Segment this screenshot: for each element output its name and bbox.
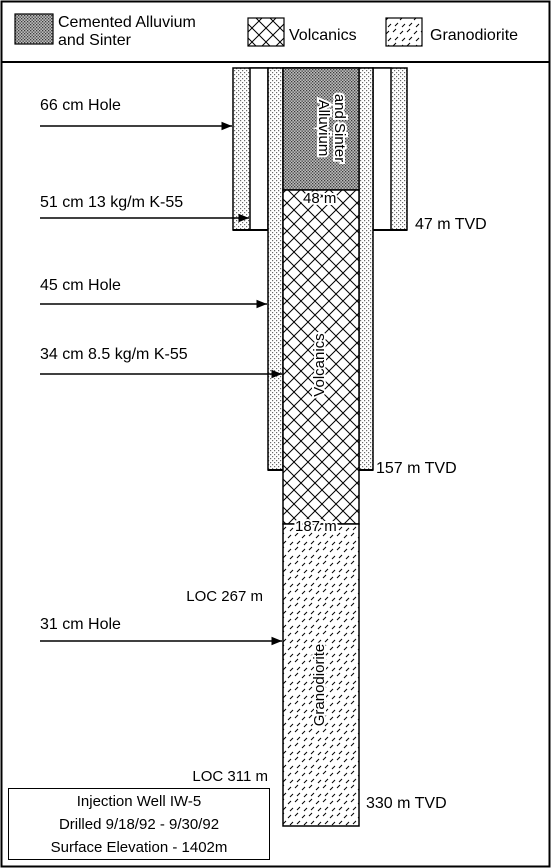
callout-51cm-casing: 51 cm 13 kg/m K-55 bbox=[40, 194, 183, 211]
casing-51cm-right-wall bbox=[372, 67, 392, 231]
well-name: Injection Well IW-5 bbox=[76, 793, 202, 810]
legend-label-volcanics: Volcanics bbox=[289, 27, 357, 44]
callout-31cm-hole: 31 cm Hole bbox=[40, 616, 121, 633]
tvd-label-157: 157 m TVD bbox=[376, 460, 457, 477]
granodiorite-unit bbox=[282, 523, 360, 827]
volcanics-unit bbox=[282, 189, 360, 525]
legend-label-granodiorite: Granodiorite bbox=[430, 27, 518, 44]
loc-label-267: LOC 267 m bbox=[186, 588, 263, 605]
contact-depth-187: 187 m bbox=[295, 518, 337, 535]
loc-label-311: LOC 311 m bbox=[192, 768, 268, 785]
alluvium-sinter-unit bbox=[282, 67, 360, 191]
crosshatch-swatch-icon bbox=[247, 17, 285, 47]
tvd-label-47: 47 m TVD bbox=[415, 216, 487, 233]
well-surface-elevation: Surface Elevation - 1402m bbox=[50, 839, 228, 856]
legend: Cemented Alluvium and Sinter Volcanics G… bbox=[1, 13, 550, 63]
unit-label-alluvium-line2: and Sinter bbox=[331, 94, 348, 162]
well-info-box: Injection Well IW-5 Drilled 9/18/92 - 9/… bbox=[8, 788, 270, 860]
unit-label-alluvium-line1: Alluvium bbox=[315, 100, 332, 157]
legend-label-alluvium-line2: and Sinter bbox=[58, 32, 132, 49]
tvd-label-330: 330 m TVD bbox=[366, 795, 447, 812]
callout-34cm-casing: 34 cm 8.5 kg/m K-55 bbox=[40, 346, 188, 363]
well-drilled-dates: Drilled 9/18/92 - 9/30/92 bbox=[58, 816, 220, 833]
contact-depth-48: 48 m bbox=[303, 190, 336, 207]
stipple-swatch-icon bbox=[14, 13, 54, 45]
callout-66cm-hole: 66 cm Hole bbox=[40, 97, 121, 114]
callout-45cm-hole: 45 cm Hole bbox=[40, 277, 121, 294]
unit-label-volcanics: Volcanics bbox=[311, 333, 328, 396]
casing-51cm-left-wall bbox=[249, 67, 269, 231]
legend-label-alluvium-line1: Cemented Alluvium bbox=[58, 14, 196, 31]
dash-swatch-icon bbox=[385, 17, 423, 47]
unit-label-granodiorite: Granodiorite bbox=[311, 644, 328, 727]
